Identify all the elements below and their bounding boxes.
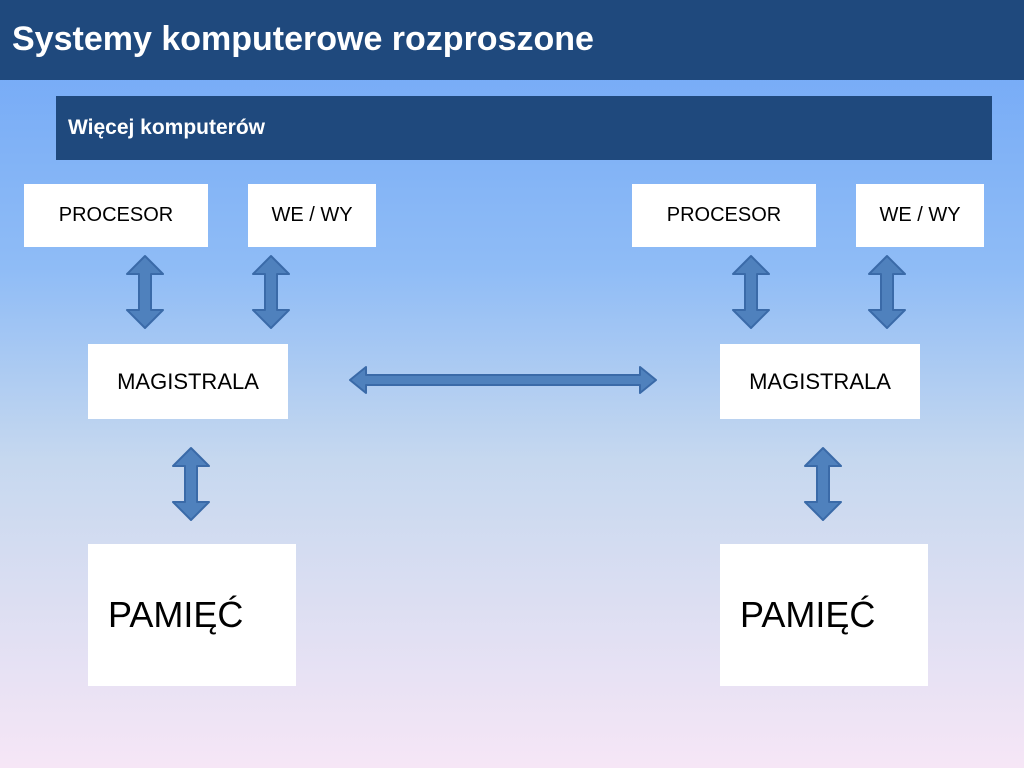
left-io-box: WE / WY	[248, 184, 376, 247]
right-bus-box: MAGISTRALA	[720, 344, 920, 419]
right-processor-box: PROCESOR	[632, 184, 816, 247]
slide-title: Systemy komputerowe rozproszone	[12, 20, 594, 58]
subtitle-bar: Więcej komputerów	[56, 96, 992, 160]
right-io-box: WE / WY	[856, 184, 984, 247]
bus-to-bus-arrow	[349, 366, 657, 394]
left-processor-box: PROCESOR	[24, 184, 208, 247]
left-processor-bus-arrow	[126, 255, 164, 329]
title-bar: Systemy komputerowe rozproszone	[0, 0, 1024, 80]
right-bus-memory-arrow	[804, 447, 842, 521]
slide-subtitle: Więcej komputerów	[68, 116, 266, 139]
left-io-bus-arrow	[252, 255, 290, 329]
right-io-bus-arrow	[868, 255, 906, 329]
right-processor-bus-arrow	[732, 255, 770, 329]
left-bus-memory-arrow	[172, 447, 210, 521]
right-memory-box: PAMIĘĆ	[720, 544, 928, 686]
left-memory-box: PAMIĘĆ	[88, 544, 296, 686]
left-bus-box: MAGISTRALA	[88, 344, 288, 419]
